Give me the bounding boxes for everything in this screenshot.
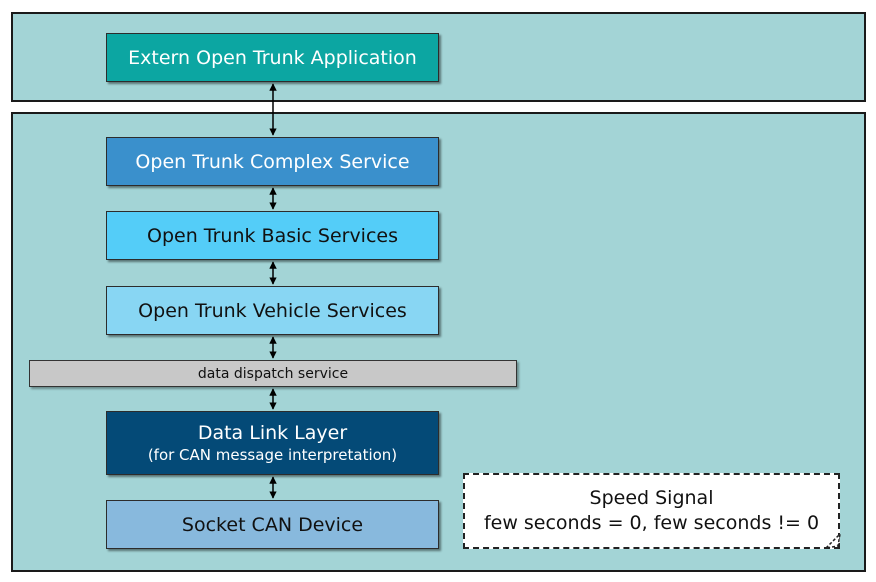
dispatch-service-label: data dispatch service bbox=[197, 365, 349, 382]
speed-signal-note: Speed Signal few seconds = 0, few second… bbox=[463, 473, 840, 549]
complex-service-box[interactable]: Open Trunk Complex Service bbox=[106, 137, 439, 186]
data-link-label: Data Link Layer bbox=[197, 422, 348, 444]
vehicle-services-label: Open Trunk Vehicle Services bbox=[138, 299, 407, 322]
extern-app-label: Extern Open Trunk Application bbox=[128, 46, 417, 69]
complex-service-label: Open Trunk Complex Service bbox=[135, 150, 410, 173]
speed-signal-detail: few seconds = 0, few seconds != 0 bbox=[483, 512, 820, 534]
basic-services-label: Open Trunk Basic Services bbox=[147, 224, 398, 247]
speed-signal-title: Speed Signal bbox=[589, 487, 714, 510]
extern-app-box[interactable]: Extern Open Trunk Application bbox=[106, 33, 439, 82]
data-link-sublabel: (for CAN message interpretation) bbox=[147, 446, 398, 464]
data-link-layer-box[interactable]: Data Link Layer (for CAN message interpr… bbox=[106, 411, 439, 475]
socket-can-label: Socket CAN Device bbox=[181, 513, 364, 536]
socket-can-device-box[interactable]: Socket CAN Device bbox=[106, 500, 439, 549]
dispatch-service-bar[interactable]: data dispatch service bbox=[29, 360, 517, 387]
vehicle-services-box[interactable]: Open Trunk Vehicle Services bbox=[106, 286, 439, 335]
basic-services-box[interactable]: Open Trunk Basic Services bbox=[106, 211, 439, 260]
note-folded-corner bbox=[823, 531, 842, 550]
